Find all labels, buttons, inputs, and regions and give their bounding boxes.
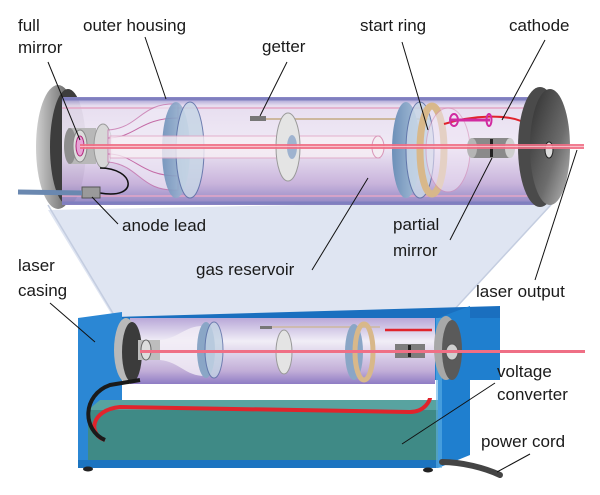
power-cord-cable [439,459,503,478]
label-partial-mirror-line1: partial [393,215,439,234]
small-laser-tube [114,316,585,384]
label-laser-output: laser output [476,282,565,301]
anode-rod [17,189,83,196]
leader-laser-output [534,149,578,281]
leader-anode-lead [91,196,119,225]
label-voltage-converter-line2: converter [497,385,568,404]
label-anode-lead: anode lead [122,216,206,235]
voltage-converter-box [88,410,438,462]
leader-getter [259,61,288,117]
label-cathode: cathode [509,16,570,35]
leader-start-ring [401,41,429,131]
laser-beam-lower [140,350,585,353]
label-laser-casing-line1: laser [18,256,55,275]
getter [250,116,266,121]
leader-laser-casing [49,302,96,343]
label-full-mirror-line1: full [18,16,40,35]
anode-lead-wire [99,167,129,195]
label-voltage-converter-line1: voltage [497,362,552,381]
anode-lead-connector [81,186,101,199]
label-laser-casing-line2: casing [18,281,67,300]
label-full-mirror-line2: mirror [18,38,63,57]
leader-voltage-converter [401,382,496,445]
label-power-cord: power cord [481,432,565,451]
label-start-ring: start ring [360,16,426,35]
leader-power-cord [496,453,531,473]
label-gas-reservoir: gas reservoir [196,260,295,279]
leader-gas-reservoir [311,177,369,271]
leader-outer-housing [144,36,167,100]
leader-cathode [501,39,546,121]
projection-edge-right [439,194,561,326]
projection-edge-left [47,204,121,326]
labels: full mirror outer housing getter start r… [18,16,578,473]
label-partial-mirror-line2: mirror [393,241,438,260]
leader-partial-mirror [449,157,493,241]
projection-area [48,200,555,325]
label-outer-housing: outer housing [83,16,186,35]
label-getter: getter [262,37,306,56]
black-wire [86,378,141,442]
leader-full-mirror [47,61,81,141]
large-laser-tube [17,85,584,209]
